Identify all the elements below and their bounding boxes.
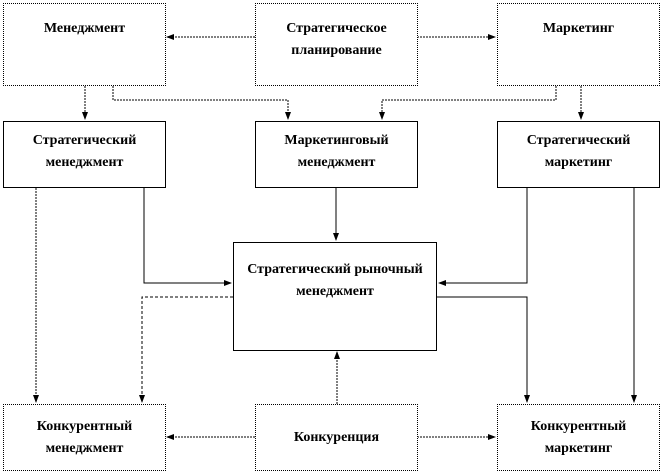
node-strategic-planning: Стратегическое планирование <box>255 3 418 86</box>
node-label: Менеджмент <box>43 21 126 36</box>
arrow-marketing-marketing-management <box>379 86 557 120</box>
node-marketing-management: Маркетинговый менеджмент <box>255 121 418 188</box>
node-strategic-marketing: Стратегический маркетинг <box>497 121 660 188</box>
node-label: Маркетинг <box>542 21 615 36</box>
node-label: Маркетинговый менеджмент <box>284 133 389 170</box>
node-competition: Конкуренция <box>255 404 418 471</box>
arrow-strategic-marketing-center <box>438 188 528 286</box>
arrow-center-competitive-management <box>139 296 233 403</box>
node-competitive-management: Конкурентный менеджмент <box>3 404 166 471</box>
node-strategic-market-management: Стратегический рыночный менеджмент <box>233 242 437 351</box>
node-label: Конкурентный маркетинг <box>530 418 627 456</box>
node-label: Стратегический маркетинг <box>526 133 631 170</box>
node-label: Стратегическое планирование <box>286 21 387 58</box>
node-label: Стратегический рыночный менеджмент <box>247 262 423 299</box>
node-marketing: Маркетинг <box>497 3 660 86</box>
node-label: Стратегический менеджмент <box>32 133 137 170</box>
arrow-strategic-management-center <box>143 188 232 286</box>
node-label: Конкурентный менеджмент <box>36 418 133 456</box>
node-competitive-marketing: Конкурентный маркетинг <box>497 404 660 471</box>
node-label: Конкуренция <box>293 429 380 445</box>
arrow-center-competitive-marketing <box>437 296 530 403</box>
node-management: Менеджмент <box>3 3 166 86</box>
arrow-management-marketing-management <box>112 86 291 120</box>
node-strategic-management: Стратегический менеджмент <box>3 121 166 188</box>
